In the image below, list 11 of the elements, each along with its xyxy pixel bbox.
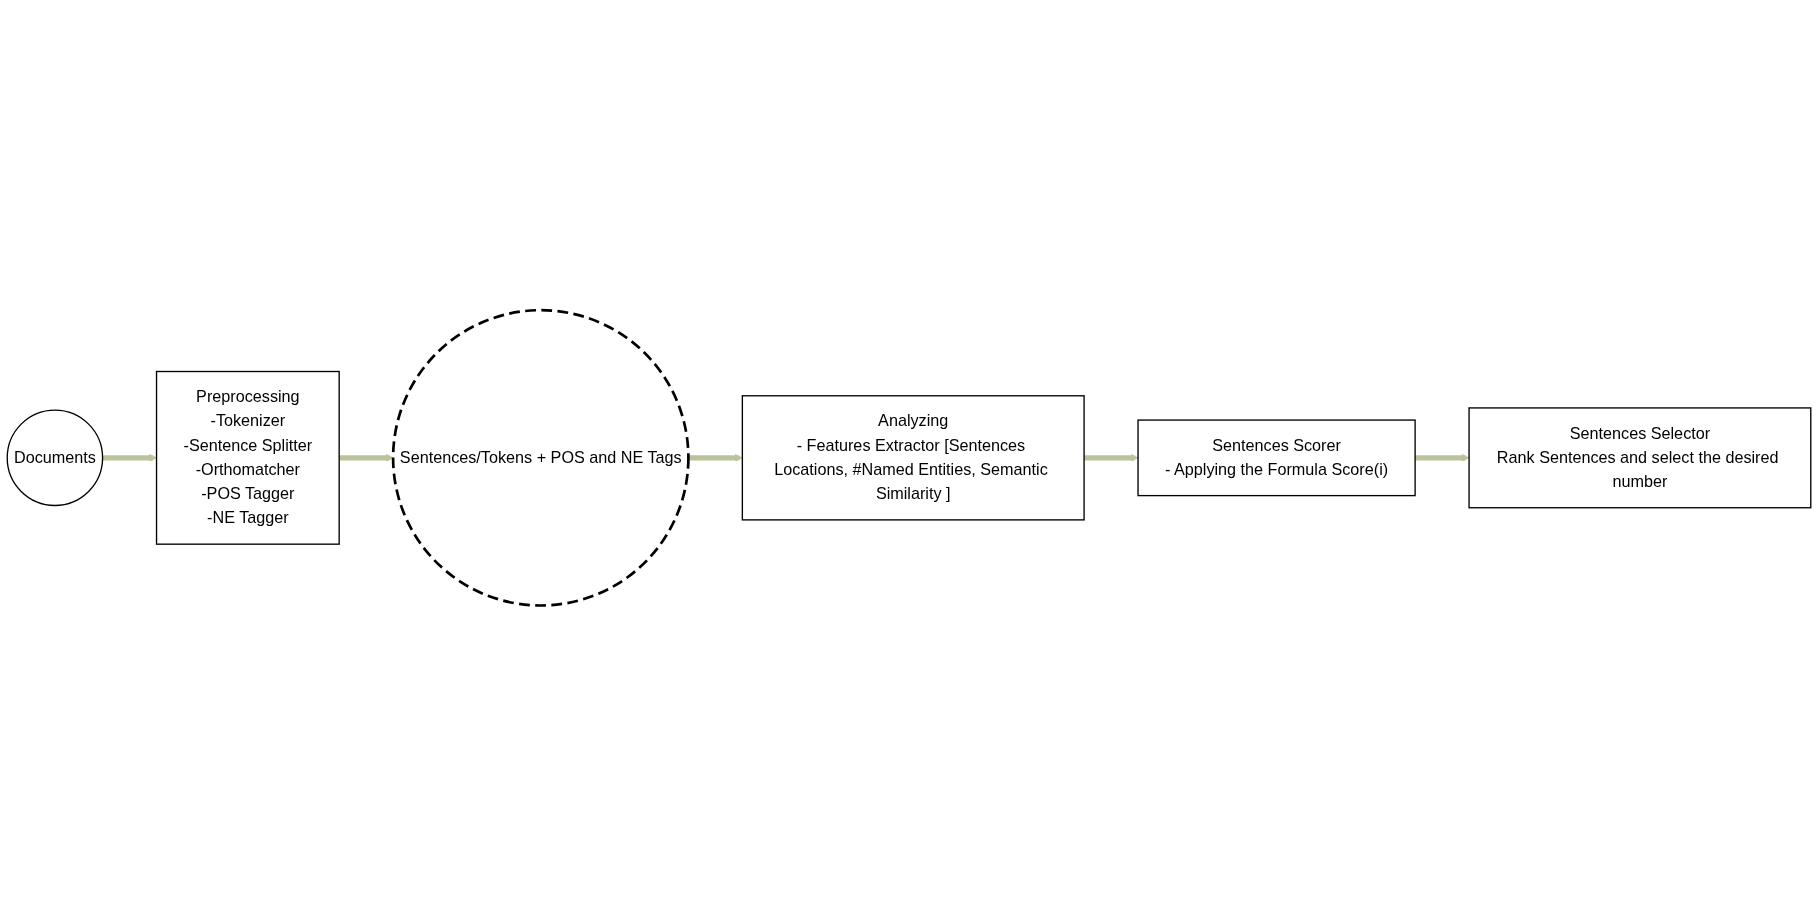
node-circle: Sentences/Tokens + POS and NE Tags [391, 309, 690, 607]
arrow [1084, 454, 1139, 462]
node-box: Preprocessing -Tokenizer -Sentence Splitter -Orthomatcher -POS Tagger -NE Tagger [155, 371, 340, 545]
arrow [688, 454, 743, 462]
arrow [102, 454, 157, 462]
arrow [339, 454, 394, 462]
node-box: Sentences Scorer - Applying the Formula Score(i) [1137, 419, 1416, 497]
node-box: Sentences Selector Rank Sentences and select the desired number [1468, 407, 1812, 509]
node-box: Analyzing - Features Extractor [Sentences Locations, #Named Entities, Semantic Similarity ] [741, 395, 1085, 521]
node-circle: Documents [6, 409, 104, 507]
arrow [1415, 454, 1470, 462]
